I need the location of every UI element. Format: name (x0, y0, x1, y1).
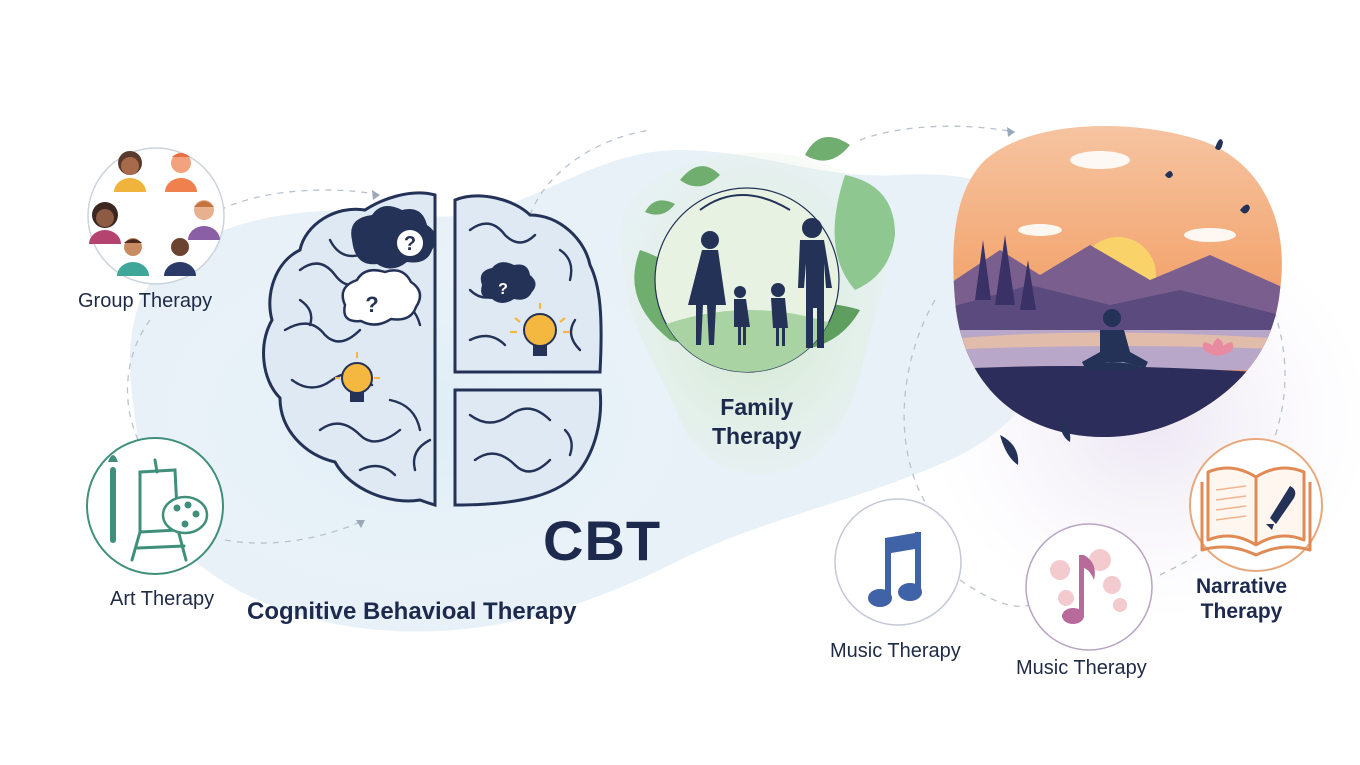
music-note-flowers-icon (1025, 523, 1153, 651)
person-6 (164, 238, 196, 276)
thought-bubble-right: ? (480, 262, 536, 303)
music-therapy-label-2: Music Therapy (1016, 657, 1147, 679)
person-3 (89, 202, 121, 244)
lotus (1202, 338, 1234, 356)
svg-text:?: ? (365, 292, 378, 317)
narrative-therapy-label: Narrative Therapy (1196, 574, 1287, 624)
person-2 (165, 153, 197, 192)
music-notes-icon (834, 498, 962, 626)
person-4 (188, 200, 220, 240)
family-therapy-label-line1: Family (720, 394, 794, 420)
art-therapy-icon (86, 437, 224, 575)
lightbulb-left-icon (335, 352, 380, 402)
art-therapy-label: Art Therapy (110, 588, 215, 610)
family-therapy-label-line2: Therapy (712, 423, 802, 449)
leaves (645, 137, 850, 215)
lightbulb-right-icon (510, 303, 570, 356)
open-book-quill-icon (1189, 438, 1323, 572)
sunset-meditation-icon (953, 126, 1282, 465)
thought-bubble-light: ? (341, 269, 422, 326)
cbt-full-label: Cognitive Behavioal Therapy (247, 598, 577, 625)
dashed-connectors (126, 125, 1286, 607)
svg-text:?: ? (404, 233, 416, 255)
family-therapy-label: Family Therapy (712, 393, 801, 451)
thought-bubble-dark: ? (351, 206, 436, 269)
person-1 (114, 151, 146, 192)
svg-text:?: ? (498, 281, 508, 298)
group-therapy-icon (87, 147, 225, 285)
arrow-heads (356, 127, 1015, 528)
meditating-person (1080, 309, 1148, 371)
brain-icon: ? ? ? (262, 191, 603, 507)
group-therapy-label: Group Therapy (78, 290, 213, 312)
cbt-label: CBT (543, 509, 662, 572)
floating-leaves (1000, 139, 1250, 465)
narrative-therapy-label-line2: Therapy (1200, 600, 1283, 623)
family-silhouette (688, 218, 832, 348)
music-therapy-label-1: Music Therapy (830, 640, 961, 662)
person-5 (117, 238, 149, 276)
narrative-therapy-label-line1: Narrative (1196, 575, 1288, 598)
